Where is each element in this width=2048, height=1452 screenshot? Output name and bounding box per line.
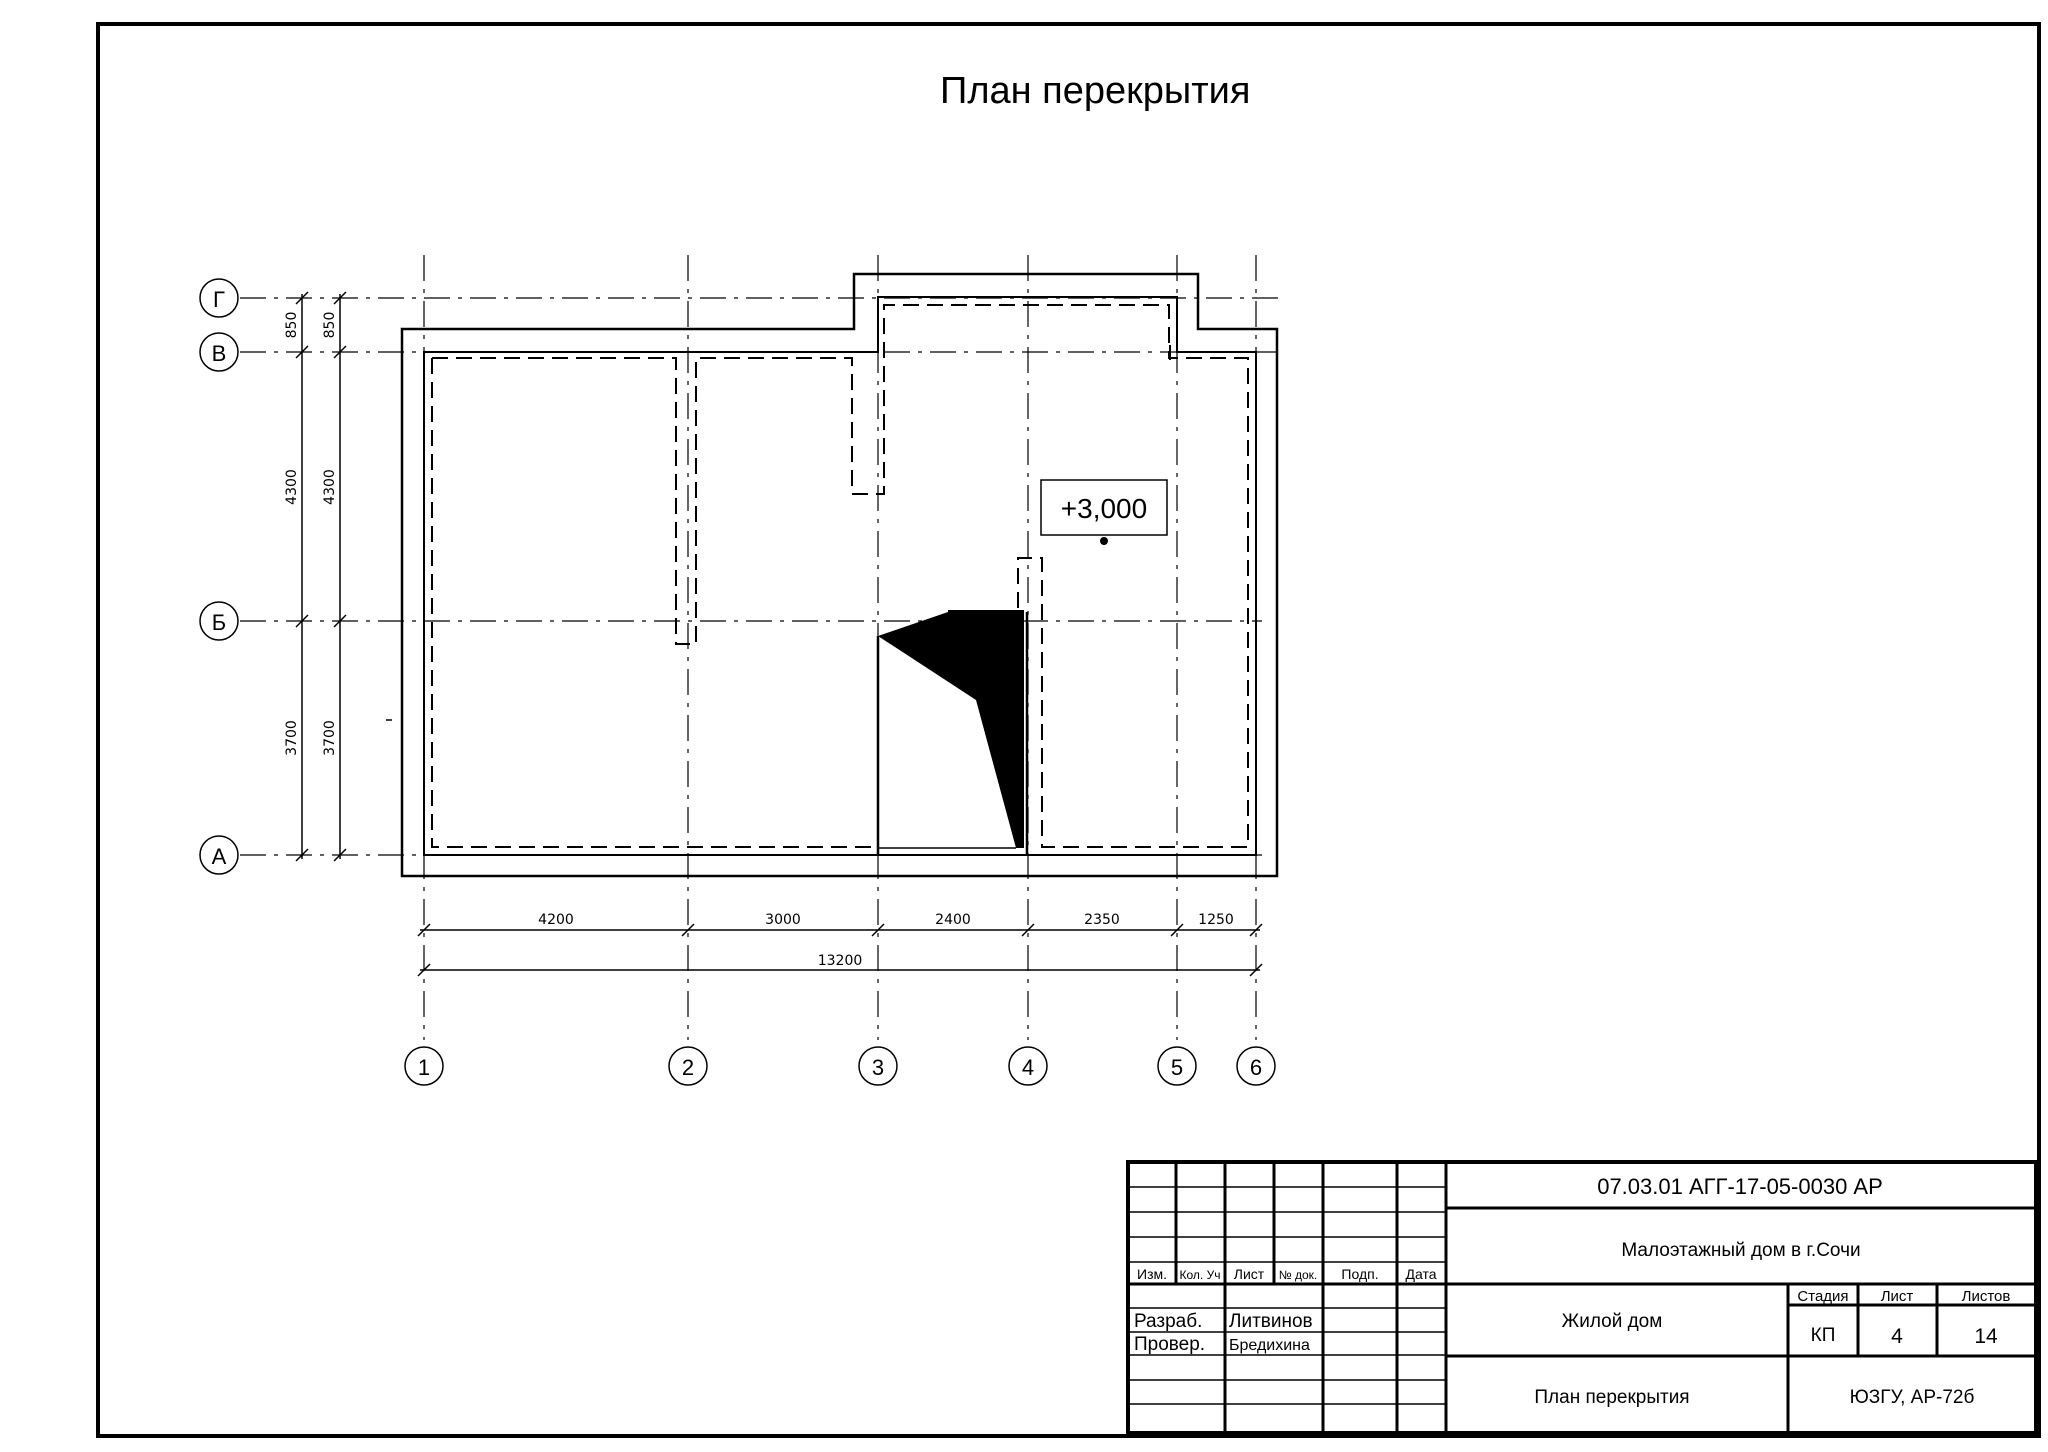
stamp-name-dev: Литвинов <box>1229 1311 1313 1332</box>
stamp-header-date: Дата <box>1405 1266 1436 1282</box>
number-axis-bubbles <box>404 1046 1276 1086</box>
axis-label-v: В <box>212 341 227 366</box>
slab-outlines <box>431 304 1249 848</box>
drawing-title: План перекрытия <box>940 70 1251 112</box>
dim-inner-850: 850 <box>322 312 338 339</box>
grid-axis-lines <box>240 255 1280 1040</box>
axis-label-a: А <box>212 844 227 869</box>
stamp-name-check: Бредихина <box>1229 1337 1310 1354</box>
axis-label-4: 4 <box>1022 1055 1034 1080</box>
axis-label-5: 5 <box>1171 1055 1183 1080</box>
stamp-stage-value: КП <box>1811 1325 1836 1346</box>
dim-2400: 2400 <box>935 912 971 928</box>
stamp-stage-label: Стадия <box>1797 1288 1848 1305</box>
stamp-header-podp: Подп. <box>1341 1266 1378 1282</box>
stamp-sheet-value: 4 <box>1891 1325 1903 1348</box>
sheet-frame <box>96 22 2041 1438</box>
stamp-header-kol: Кол. Уч <box>1180 1268 1221 1282</box>
outer-wall-contour <box>400 272 1279 878</box>
stamp-sheets-value: 14 <box>1974 1325 1998 1348</box>
dim-4200: 4200 <box>538 912 574 928</box>
stamp-object: Жилой дом <box>1562 1311 1663 1332</box>
axis-label-g: Г <box>213 287 225 312</box>
dim-1250: 1250 <box>1198 912 1234 928</box>
axis-label-1: 1 <box>418 1055 430 1080</box>
elevation-mark-box <box>1040 479 1168 536</box>
dim-inner-3700: 3700 <box>322 720 338 756</box>
dim-13200: 13200 <box>818 953 863 969</box>
stamp-project: Малоэтажный дом в г.Сочи <box>1621 1240 1860 1261</box>
stamp-role-dev: Разраб. <box>1134 1311 1202 1332</box>
stamp-role-check: Провер. <box>1134 1334 1205 1355</box>
stamp-header-list: Лист <box>1234 1266 1265 1282</box>
dim-left-4300: 4300 <box>284 469 300 505</box>
dim-left-850: 850 <box>284 312 300 339</box>
dim-3000: 3000 <box>765 912 801 928</box>
left-dimension-lines <box>295 291 347 862</box>
dim-2350: 2350 <box>1084 912 1120 928</box>
stamp-header-izm: Изм. <box>1137 1266 1167 1282</box>
inner-wall-contour <box>423 296 1257 856</box>
dim-inner-4300: 4300 <box>322 469 338 505</box>
stamp-header-doc: № док. <box>1279 1268 1317 1282</box>
axis-label-b: Б <box>212 610 226 635</box>
axis-label-3: 3 <box>872 1055 884 1080</box>
axis-label-2: 2 <box>682 1055 694 1080</box>
stamp-org: ЮЗГУ, АР-72б <box>1850 1387 1975 1408</box>
dim-left-3700: 3700 <box>284 720 300 756</box>
elevation-mark-point <box>1100 537 1108 545</box>
stamp-sheets-label: Листов <box>1962 1288 2011 1305</box>
stair-opening <box>878 610 1024 848</box>
stamp-code: 07.03.01 АГГ-17-05-0030 АР <box>1597 1174 1883 1199</box>
stamp-sheet-label: Лист <box>1881 1288 1914 1305</box>
letter-axis-bubbles <box>199 278 239 875</box>
stamp-sheet-name: План перекрытия <box>1534 1387 1689 1408</box>
axis-label-6: 6 <box>1250 1055 1262 1080</box>
title-block: Изм. Кол. Уч Лист № док. Подп. Дата Разр… <box>1126 1160 2038 1435</box>
elevation-mark-label: +3,000 <box>1061 493 1147 524</box>
bottom-dimension-lines <box>417 923 1263 977</box>
